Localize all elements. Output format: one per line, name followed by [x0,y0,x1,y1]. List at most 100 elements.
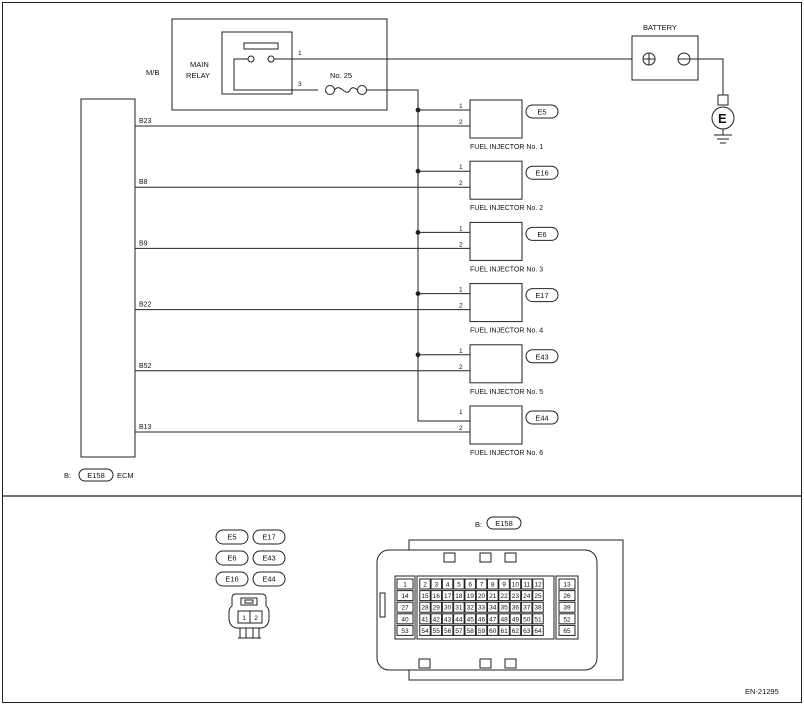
ecm-pin-label: B13 [139,424,152,431]
diagram-code: EN-21295 [745,687,779,696]
fuse-terminal-right [357,85,367,95]
ecm-pin-number: 44 [455,616,463,623]
ecm-pin-number: 31 [455,605,463,612]
ecm-pin-cell [419,601,431,613]
injector-label: FUEL INJECTOR No. 6 [470,450,543,457]
ecm-pin-number: 20 [478,593,486,600]
relay-coil [243,42,279,50]
injector-label: FUEL INJECTOR No. 1 [470,144,543,151]
ecm-pin-number: 45 [467,616,475,623]
ecm-pin-cell [520,590,533,602]
ecm-pin-number: 42 [433,616,441,623]
ecm-pin-cell [441,624,454,636]
ecm-pin-number: 24 [523,593,531,600]
injector-pin-1: 1 [459,103,463,110]
ecm-pin-number: 32 [467,605,475,612]
ecm-pin-number: 49 [512,616,520,623]
ecm-pin-number: 54 [421,628,429,635]
ecm-pin-cell [487,601,499,613]
ecm-pin-cell [498,578,510,590]
ecm-pin-number: 47 [489,616,497,623]
main-relay-label-1: MAIN [190,60,209,69]
injector-connector-label: E44 [535,414,548,423]
injector-box [469,405,523,445]
battery-label: BATTERY [643,23,677,32]
ecm-pin-cell [520,613,533,625]
ecm-pin-number: 14 [401,593,409,600]
ecm-pin-cell [464,578,476,590]
ecm-pin-cell [558,601,576,613]
battery-box [631,35,699,81]
main-relay-box [221,31,293,95]
injector-box [469,283,523,323]
legend-badge-label: E43 [262,554,275,563]
ecm-pin-number: 37 [523,605,531,612]
injector-label: FUEL INJECTOR No. 3 [470,266,543,273]
ecm-pin-number: 41 [421,616,429,623]
ecm-pin-cell [532,590,544,602]
ecm-pin-number: 19 [467,593,475,600]
ecm-pin-number: 33 [478,605,486,612]
battery-plus-icon [642,52,656,66]
injector-box [469,160,523,200]
ecm-pin-number: 7 [480,582,484,589]
ecm-pin-cell [532,624,544,636]
injector-connector-label: E6 [537,230,546,239]
injector-pin-1: 1 [459,348,463,355]
injector-pin-1: 1 [459,225,463,232]
ecm-pin-number: 18 [455,593,463,600]
ecm-connector-title-prefix: B: [475,520,482,529]
legend-badge-label: E44 [262,575,275,584]
ecm-pin-cell [558,613,576,625]
ecm-pin-number: 15 [421,593,429,600]
legend-connector-e5: E5 [215,529,249,545]
ecm-pin-cell [487,590,499,602]
ecm-pin-cell [487,613,499,625]
legend-connector-e17: E17 [252,529,286,545]
ecm-pin-number: 16 [433,593,441,600]
ecm-pin-number: 23 [512,593,520,600]
ecm-pin-cell [396,590,414,602]
injector-label: FUEL INJECTOR No. 2 [470,205,543,212]
ecm-pin-label: B52 [139,363,152,370]
fuse-label: No. 25 [330,71,352,80]
ecm-pin-cell [498,590,510,602]
ecm-pin-label: B9 [139,240,148,247]
ecm-pin-cell [475,601,488,613]
ecm-pin-number: 48 [500,616,508,623]
injector-pin-2: 2 [459,303,463,310]
ecm-box [80,98,136,458]
legend-badge-label: E5 [227,533,236,542]
ecm-pin-number: 17 [444,593,452,600]
ecm-pin-number: 29 [433,605,441,612]
ecm-pin-number: 11 [523,582,530,589]
ecm-pin-number: 65 [563,628,571,635]
injector-connector-icon [228,593,270,639]
small-connector-pin-1: 1 [242,615,246,622]
ecm-pin-label: B22 [139,302,152,309]
ecm-pin-label: B8 [139,179,148,186]
ecm-pin-number: 9 [502,582,506,589]
injector-connector-badge [525,288,559,303]
ecm-pin-cell [430,590,443,602]
ecm-pin-number: 53 [401,628,409,635]
ecm-pin-cell [532,578,544,590]
ecm-pin-cell [520,624,533,636]
ecm-pin-number: 12 [534,582,542,589]
ecm-pin-cell [475,578,488,590]
injector-connector-badge [525,104,559,119]
ecm-pin-cell [464,601,476,613]
injector-box [469,221,523,261]
ecm-connector-title: E158 [495,519,513,528]
ecm-pin-cell [441,590,454,602]
ecm-pin-number: 59 [478,628,486,635]
mb-box [171,18,388,111]
ecm-pin-cell [509,578,522,590]
ecm-pin-cell [509,590,522,602]
legend-badge-outline [215,571,249,587]
ecm-pin-cell [509,624,522,636]
ecm-pin-number: 57 [455,628,463,635]
